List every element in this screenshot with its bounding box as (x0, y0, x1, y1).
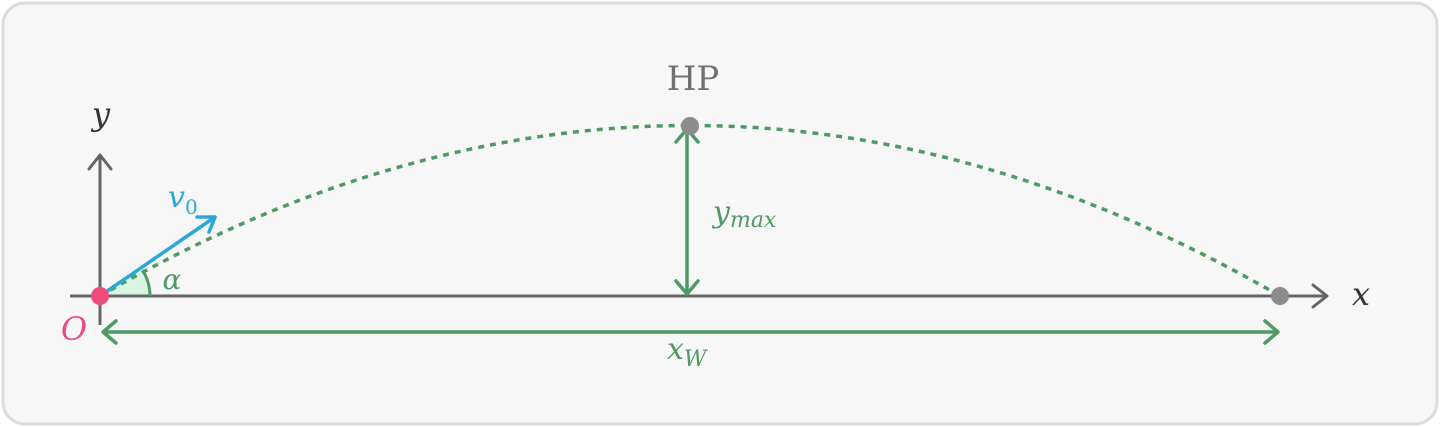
velocity-label: v0 (168, 180, 198, 219)
velocity-vector (98, 215, 217, 298)
x-axis-arrowhead (1311, 283, 1329, 309)
hp-label: HP (667, 59, 720, 99)
y-axis-label: y (90, 95, 111, 133)
xw-arrowhead-right (1263, 319, 1280, 345)
xw-arrowhead-left (101, 319, 118, 345)
xw-label-main: x (667, 332, 684, 367)
origin-label: O (61, 310, 87, 348)
velocity-label-main: v (168, 180, 185, 215)
xw-label-sub: W (684, 347, 709, 372)
ymax-arrowhead-bottom (674, 279, 700, 296)
ymax-label-sub: max (730, 208, 777, 233)
ymax-label-main: y (711, 195, 731, 230)
landing-point-marker (1271, 287, 1289, 305)
x-axis-label: x (1352, 275, 1370, 313)
velocity-label-sub: 0 (185, 195, 198, 219)
origin-point (91, 287, 109, 305)
velocity-arrowhead (195, 215, 217, 234)
trajectory-curve (99, 123, 1281, 298)
angle-label: α (163, 263, 182, 296)
xw-label: xW (667, 332, 709, 372)
y-axis-arrowhead (87, 153, 113, 171)
highest-point-marker (681, 117, 699, 135)
ymax-label: ymax (711, 195, 777, 233)
angle-arc (141, 269, 152, 297)
